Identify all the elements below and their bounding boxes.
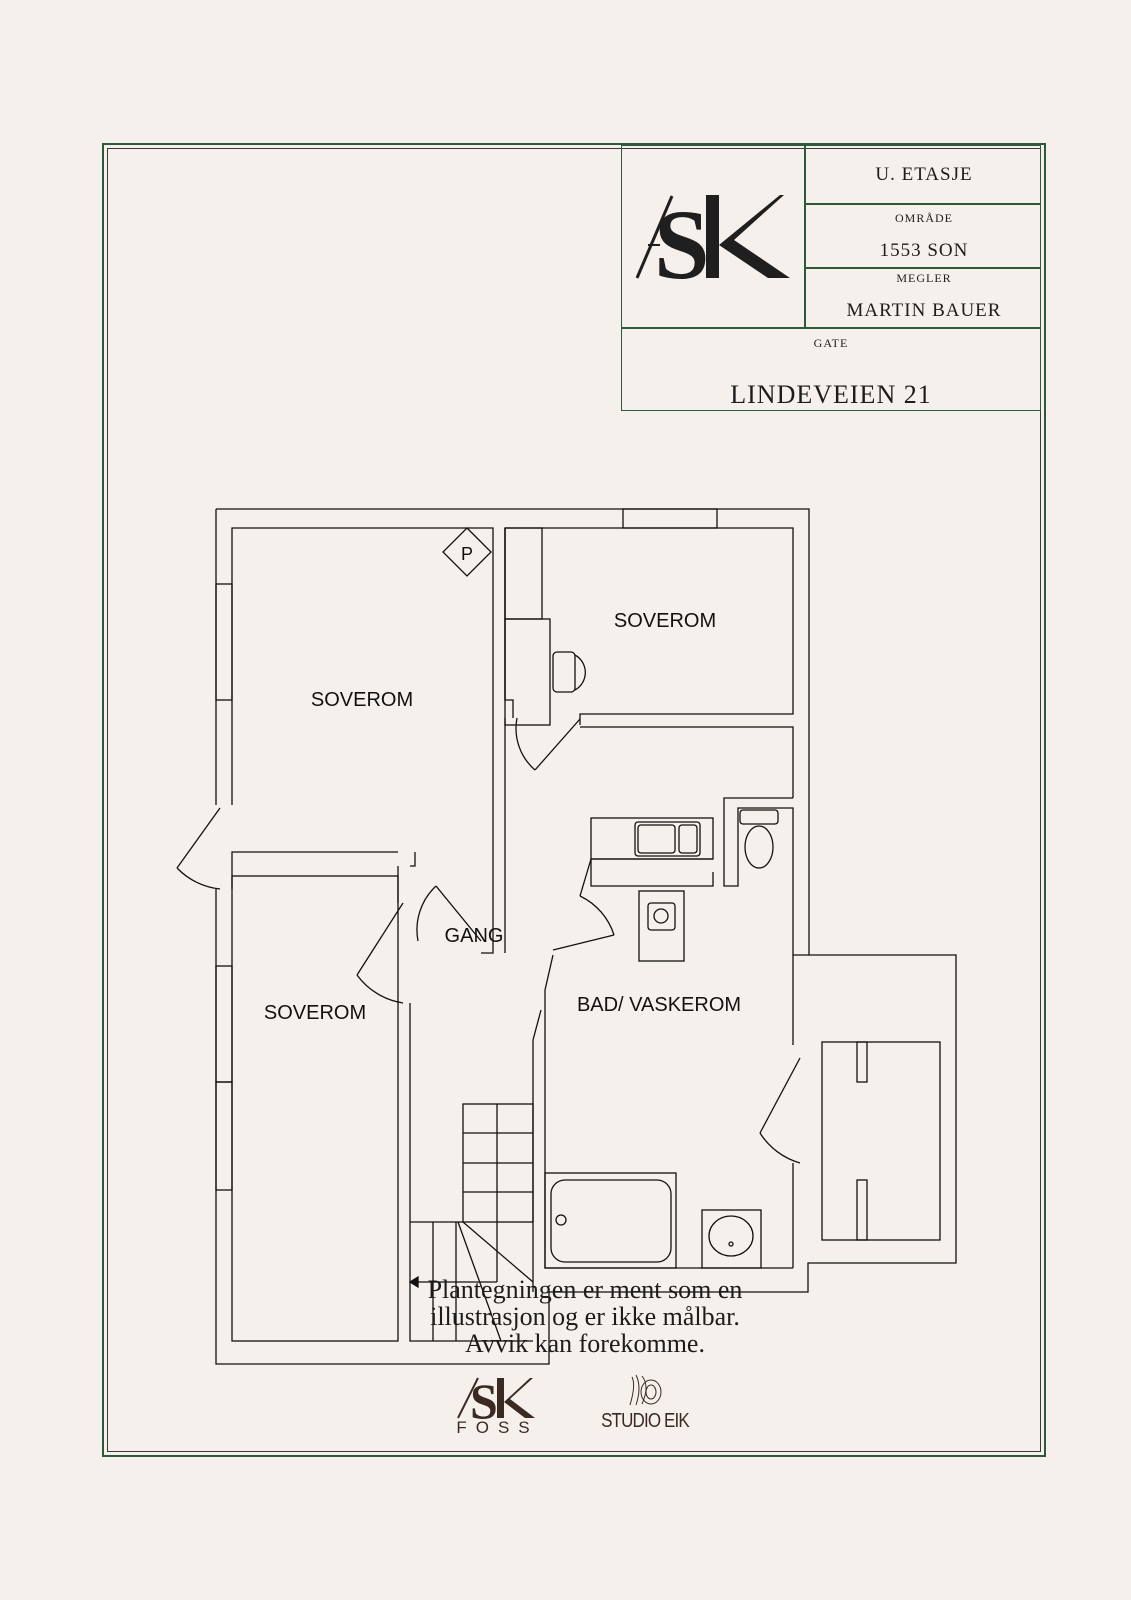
street-value: LINDEVEIEN 21: [730, 380, 932, 409]
p-marker-label: P: [461, 544, 473, 564]
divider: [804, 203, 1041, 205]
disclaimer-line: Plantegningen er ment som en: [427, 1275, 743, 1304]
room-label-soverom-1: SOVEROM: [311, 689, 413, 711]
broker-label: MEGLER: [896, 271, 952, 285]
room-label-soverom-3: SOVEROM: [264, 1002, 366, 1024]
ask-foss-logo: S: [457, 1373, 535, 1429]
title-block: [621, 145, 1041, 411]
studio-eik-logo-icon: [629, 1374, 662, 1406]
street-label: GATE: [813, 336, 849, 350]
area-label: OMRÅDE: [894, 211, 953, 225]
divider: [621, 327, 1041, 329]
page-frame: [102, 143, 1046, 1457]
disclaimer-line: Avvik kan forekomme.: [465, 1329, 705, 1358]
room-label-soverom-2: SOVEROM: [614, 610, 716, 632]
walls: [176, 508, 957, 1365]
area-value: 1553 SON: [879, 240, 969, 261]
ask-logo: S: [635, 189, 790, 300]
divider: [804, 267, 1041, 269]
disclaimer-line: illustrasjon og er ikke målbar.: [430, 1302, 740, 1331]
room-label-gang: GANG: [445, 925, 504, 947]
broker-value: MARTIN BAUER: [846, 300, 1002, 321]
room-label-bad-vaskerom: BAD/ VASKEROM: [577, 994, 741, 1016]
p-marker-icon: [442, 527, 492, 577]
disclaimer: Plantegningen er ment som en illustrasjo…: [300, 1276, 870, 1357]
divider: [804, 145, 806, 327]
svg-text:S: S: [470, 1373, 498, 1429]
studio-eik-logo-text: STUDIO EIK: [601, 1410, 690, 1432]
floor-value: U. ETASJE: [875, 164, 973, 185]
svg-text:S: S: [654, 189, 710, 300]
ask-foss-sub: FOSS: [456, 1418, 539, 1437]
